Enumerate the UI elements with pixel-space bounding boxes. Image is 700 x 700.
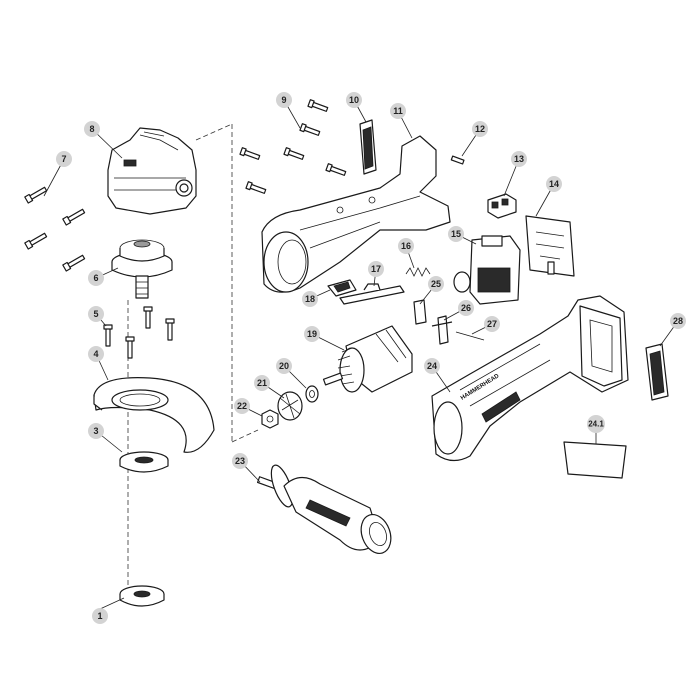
callout-5-label: 5 (93, 309, 98, 319)
callout-15: 15 (448, 226, 464, 242)
callout-25-label: 25 (431, 279, 441, 289)
callout-3-label: 3 (93, 426, 98, 436)
part-end-cap (645, 343, 669, 401)
part-motor-rotor (322, 325, 413, 393)
callout-26-label: 26 (461, 303, 471, 313)
callout-26: 26 (458, 300, 474, 316)
callout-14: 14 (546, 176, 562, 192)
callout-10: 10 (346, 92, 362, 108)
callout-20: 20 (276, 358, 292, 374)
callout-3: 3 (88, 423, 104, 439)
part-controller-board (453, 235, 521, 305)
part-switch-button (327, 279, 357, 297)
part-terminal-plate (525, 215, 575, 277)
part-inner-flange (119, 451, 169, 473)
callout-13-label: 13 (514, 154, 524, 164)
part-small-25 (413, 299, 427, 325)
callout-8: 8 (84, 121, 100, 137)
callout-27-label: 27 (487, 319, 497, 329)
callout-6: 6 (88, 270, 104, 286)
part-nut (261, 409, 279, 429)
callout-19-label: 19 (307, 329, 317, 339)
callout-20-label: 20 (279, 361, 289, 371)
part-washer (305, 385, 319, 403)
part-bevel-gear (111, 239, 173, 299)
callout-21: 21 (254, 375, 270, 391)
part-switch-module (487, 193, 517, 219)
callout-15-label: 15 (451, 229, 461, 239)
callout-4: 4 (88, 346, 104, 362)
part-gear-housing (107, 127, 197, 215)
callout-23: 23 (232, 453, 248, 469)
part-wheel-guard (93, 377, 215, 453)
callout-9-label: 9 (281, 95, 286, 105)
callout-16: 16 (398, 238, 414, 254)
callout-14-label: 14 (549, 179, 559, 189)
callout-24-1-label: 24.1 (588, 420, 604, 429)
callout-17-label: 17 (371, 264, 381, 274)
callout-13: 13 (511, 151, 527, 167)
callout-5: 5 (88, 306, 104, 322)
callout-24-label: 24 (427, 361, 437, 371)
callout-17: 17 (368, 261, 384, 277)
callout-9: 9 (276, 92, 292, 108)
part-switch-slider (339, 283, 405, 305)
part-screws-9 (239, 99, 347, 194)
callout-28: 28 (670, 313, 686, 329)
part-spring (405, 267, 431, 277)
callout-18-label: 18 (305, 294, 315, 304)
callout-1-label: 1 (97, 611, 102, 621)
callout-18: 18 (302, 291, 318, 307)
callout-16-label: 16 (401, 241, 411, 251)
callout-23-label: 23 (235, 456, 245, 466)
callout-24: 24 (424, 358, 440, 374)
callout-28-label: 28 (673, 316, 683, 326)
callout-11-label: 11 (393, 106, 403, 116)
part-side-strip (359, 119, 377, 175)
callout-12: 12 (472, 121, 488, 137)
part-label-plate (563, 441, 627, 479)
part-outer-flange (119, 585, 165, 607)
part-side-handle (256, 464, 392, 554)
callout-21-label: 21 (257, 378, 267, 388)
callout-7-label: 7 (61, 154, 66, 164)
callout-27: 27 (484, 316, 500, 332)
part-screws-7 (24, 186, 86, 272)
callout-1: 1 (92, 608, 108, 624)
callout-24-1: 24.1 (587, 415, 605, 433)
callout-12-label: 12 (475, 124, 485, 134)
part-fan (277, 391, 303, 421)
callout-7: 7 (56, 151, 72, 167)
callout-22-label: 22 (237, 401, 247, 411)
part-housing-half (261, 135, 451, 293)
part-small-26 (431, 315, 453, 345)
callout-6-label: 6 (93, 273, 98, 283)
part-pins-12 (450, 155, 465, 165)
callout-8-label: 8 (89, 124, 94, 134)
callout-25: 25 (428, 276, 444, 292)
part-small-27 (455, 331, 485, 341)
callout-22: 22 (234, 398, 250, 414)
part-screws-5 (103, 306, 175, 359)
callout-4-label: 4 (93, 349, 98, 359)
part-main-housing: HAMMERHEAD (431, 295, 629, 462)
callout-10-label: 10 (349, 95, 359, 105)
callout-11: 11 (390, 103, 406, 119)
callout-19: 19 (304, 326, 320, 342)
